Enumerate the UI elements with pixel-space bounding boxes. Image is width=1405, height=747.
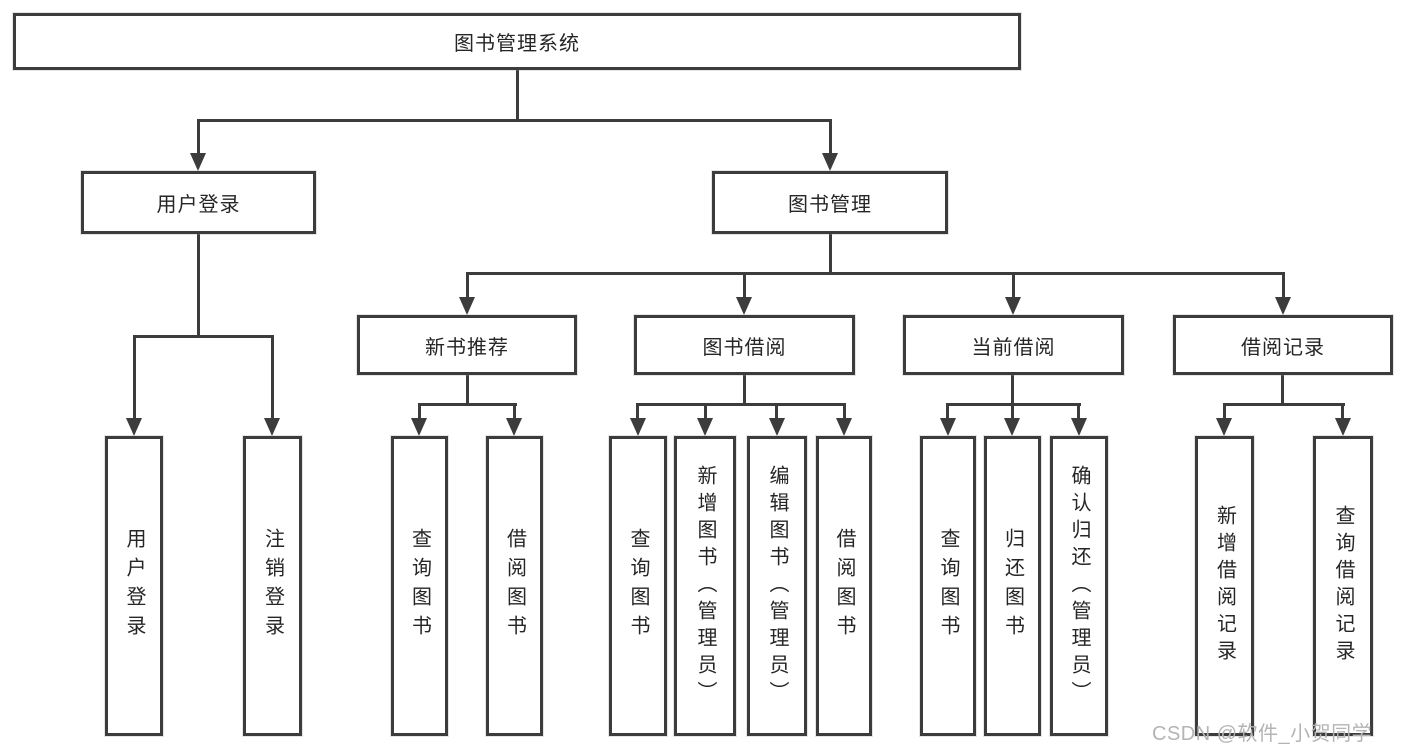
connector-line (133, 335, 136, 420)
leaf-add-borrow-record: 新增借阅记录 (1195, 436, 1254, 736)
connector-line (843, 403, 846, 420)
node-book-borrow: 图书借阅 (634, 315, 855, 375)
arrow-down-icon (1335, 418, 1351, 436)
connector-line (516, 70, 519, 119)
arrow-down-icon (1216, 418, 1232, 436)
leaf-query-book: 查询图书 (920, 436, 976, 736)
connector-line (513, 403, 516, 420)
connector-line (1077, 403, 1080, 420)
leaf-query-book: 查询图书 (391, 436, 448, 736)
leaf-return-book: 归还图书 (984, 436, 1041, 736)
connector-line (466, 272, 469, 299)
node-new-book-recommend: 新书推荐 (357, 315, 577, 375)
arrow-down-icon (1005, 297, 1021, 315)
connector-line (743, 272, 746, 299)
arrow-down-icon (822, 153, 838, 171)
connector-line (1223, 403, 1345, 406)
leaf-confirm-return-admin: 确认归还（管理员） (1050, 436, 1108, 736)
arrow-down-icon (940, 418, 956, 436)
connector-line (271, 335, 274, 420)
connector-line (418, 403, 421, 420)
arrow-down-icon (697, 418, 713, 436)
connector-line (466, 375, 469, 403)
arrow-down-icon (506, 418, 522, 436)
connector-line (133, 335, 274, 338)
connector-line (418, 403, 517, 406)
connector-line (829, 119, 832, 155)
connector-line (1011, 403, 1014, 420)
connector-line (636, 403, 846, 406)
arrow-down-icon (264, 418, 280, 436)
connector-line (946, 403, 949, 420)
connector-line (1282, 272, 1285, 299)
connector-line (1281, 375, 1284, 403)
arrow-down-icon (126, 418, 142, 436)
arrow-down-icon (630, 418, 646, 436)
connector-line (466, 272, 1285, 275)
leaf-edit-book-admin: 编辑图书（管理员） (747, 436, 807, 736)
connector-line (197, 234, 200, 335)
arrow-down-icon (836, 418, 852, 436)
arrow-down-icon (459, 297, 475, 315)
node-book-management: 图书管理 (712, 171, 948, 234)
connector-line (1012, 272, 1015, 299)
node-borrow-records: 借阅记录 (1173, 315, 1393, 375)
leaf-query-book: 查询图书 (609, 436, 667, 736)
csdn-watermark: CSDN @软件_小贺同学 (1152, 723, 1373, 745)
leaf-query-borrow-record: 查询借阅记录 (1313, 436, 1373, 736)
node-current-borrow: 当前借阅 (903, 315, 1124, 375)
connector-line (636, 403, 639, 420)
leaf-borrow-book: 借阅图书 (486, 436, 543, 736)
connector-line (1011, 375, 1014, 403)
arrow-down-icon (1071, 418, 1087, 436)
leaf-user-login: 用户登录 (105, 436, 163, 736)
connector-line (704, 403, 707, 420)
arrow-down-icon (1275, 297, 1291, 315)
leaf-add-book-admin: 新增图书（管理员） (674, 436, 736, 736)
connector-line (775, 403, 778, 420)
arrow-down-icon (190, 153, 206, 171)
connector-line (197, 119, 200, 155)
connector-line (197, 119, 832, 122)
arrow-down-icon (769, 418, 785, 436)
leaf-logout: 注销登录 (243, 436, 302, 736)
connector-line (829, 234, 832, 272)
leaf-borrow-book: 借阅图书 (816, 436, 872, 736)
arrow-down-icon (736, 297, 752, 315)
node-root: 图书管理系统 (13, 13, 1021, 70)
connector-line (1223, 403, 1226, 420)
node-user-login: 用户登录 (81, 171, 316, 234)
arrow-down-icon (411, 418, 427, 436)
arrow-down-icon (1004, 418, 1020, 436)
connector-line (743, 375, 746, 403)
connector-line (1341, 403, 1344, 420)
